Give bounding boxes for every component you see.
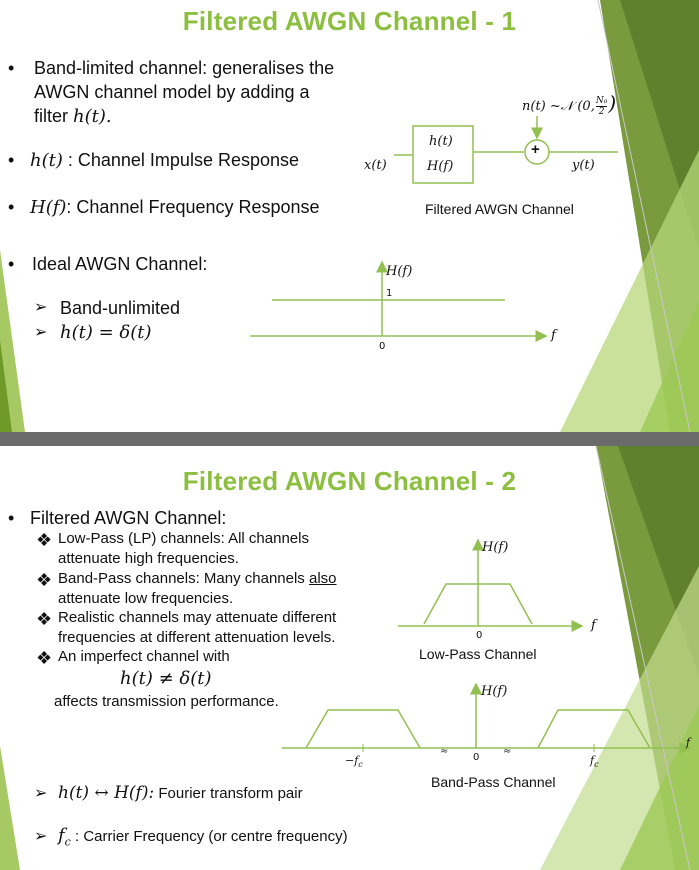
bullet-filtered-awgn: Filtered AWGN Channel: — [30, 508, 227, 528]
bullet-band-limited-cont2: filter h(t). — [34, 106, 112, 127]
imperfect-line-3: affects transmission performance. — [54, 693, 279, 710]
slide-2-title: Filtered AWGN Channel - 2 — [182, 466, 517, 496]
bp-plot-caption: Band-Pass Channel — [431, 774, 556, 790]
bullet-dot: • — [8, 58, 15, 78]
bp-line-2: attenuate low frequencies. — [58, 590, 234, 607]
fourier-pair: h(t) ↔ H(f): Fourier transform pair — [58, 783, 303, 803]
output-signal-label: y(t) — [572, 158, 595, 173]
bp-positive-band — [537, 709, 651, 749]
sub-bullet-delta: h(t) = δ(t) — [60, 322, 152, 343]
axis-break-icon: ≈ — [440, 746, 448, 757]
channel-response-plots: ≈ ≈ — [282, 538, 692, 757]
imperfect-line-1: An imperfect channel with — [58, 648, 230, 665]
ideal-plot-one: 1 — [386, 288, 393, 299]
ideal-plot-xlabel: f — [551, 328, 556, 343]
diamond-bullet-icon: ❖ — [36, 609, 53, 629]
lp-plot-zero: 0 — [476, 630, 483, 641]
slide-2-decoration — [0, 446, 699, 870]
bp-plot-xlabel: f — [686, 736, 691, 749]
input-signal-label: x(t) — [364, 158, 387, 173]
bp-plot-zero: 0 — [473, 752, 480, 763]
neg-fc-label: −fc — [345, 754, 363, 770]
lp-line-1: Low-Pass (LP) channels: All channels — [58, 530, 309, 547]
bullet-impulse-response: h(t) : Channel Impulse Response — [30, 150, 300, 171]
realistic-line-1: Realistic channels may attenuate differe… — [58, 609, 337, 626]
bullet-dot: • — [8, 197, 15, 217]
ideal-plot-ylabel: H(f) — [386, 264, 413, 279]
sub-bullet-band-unlimited: Band-unlimited — [60, 298, 181, 318]
bullet-dot: • — [8, 254, 15, 274]
filter-frequency-label: H(f) — [427, 159, 454, 174]
lp-response-curve — [423, 583, 533, 625]
filter-impulse-label: h(t) — [429, 134, 453, 149]
diamond-bullet-icon: ❖ — [36, 648, 53, 668]
bp-line-1: Band-Pass channels: Many channels also — [58, 570, 337, 587]
arrow-bullet-icon: ➢ — [34, 828, 48, 845]
realistic-line-2: frequencies at different attenuation lev… — [58, 629, 336, 646]
bullet-band-limited-cont: AWGN channel model by adding a — [34, 82, 310, 102]
bp-plot-ylabel: H(f) — [481, 684, 508, 699]
ideal-frequency-response-plot — [250, 260, 548, 342]
carrier-frequency: fc : Carrier Frequency (or centre freque… — [58, 825, 348, 849]
filtered-awgn-block-diagram — [394, 116, 618, 184]
bullet-dot: • — [8, 150, 15, 170]
slide-1: Filtered AWGN Channel - 1 • Band-limited… — [0, 0, 699, 432]
slide-2: Filtered AWGN Channel - 2 • Filtered AWG… — [0, 446, 699, 870]
bullet-dot: • — [8, 508, 15, 528]
axis-break-icon: ≈ — [503, 746, 511, 757]
arrow-bullet-icon: ➢ — [34, 324, 48, 341]
lp-plot-ylabel: H(f) — [482, 540, 509, 555]
bullet-frequency-response: H(f): Channel Frequency Response — [30, 197, 320, 218]
diagram-caption: Filtered AWGN Channel — [425, 201, 574, 217]
slide-divider — [0, 432, 699, 446]
bullet-ideal-awgn: Ideal AWGN Channel: — [32, 254, 208, 274]
diamond-bullet-icon: ❖ — [36, 570, 53, 590]
slide-1-title: Filtered AWGN Channel - 1 — [182, 6, 517, 36]
lp-plot-caption: Low-Pass Channel — [419, 646, 537, 662]
plus-icon: + — [531, 141, 540, 158]
bullet-band-limited: Band-limited channel: generalises the — [34, 58, 335, 78]
fc-label: fc — [590, 754, 599, 770]
bp-negative-band — [305, 709, 421, 749]
lp-line-2: attenuate high frequencies. — [58, 550, 239, 567]
diamond-bullet-icon: ❖ — [36, 530, 53, 550]
arrow-bullet-icon: ➢ — [34, 299, 48, 316]
ideal-plot-zero: 0 — [379, 341, 386, 352]
filter-block — [412, 125, 474, 184]
slide-1-decoration — [0, 0, 699, 432]
arrow-bullet-icon: ➢ — [34, 785, 48, 802]
imperfect-math: h(t) ≠ δ(t) — [120, 668, 212, 689]
lp-plot-xlabel: f — [591, 618, 596, 633]
